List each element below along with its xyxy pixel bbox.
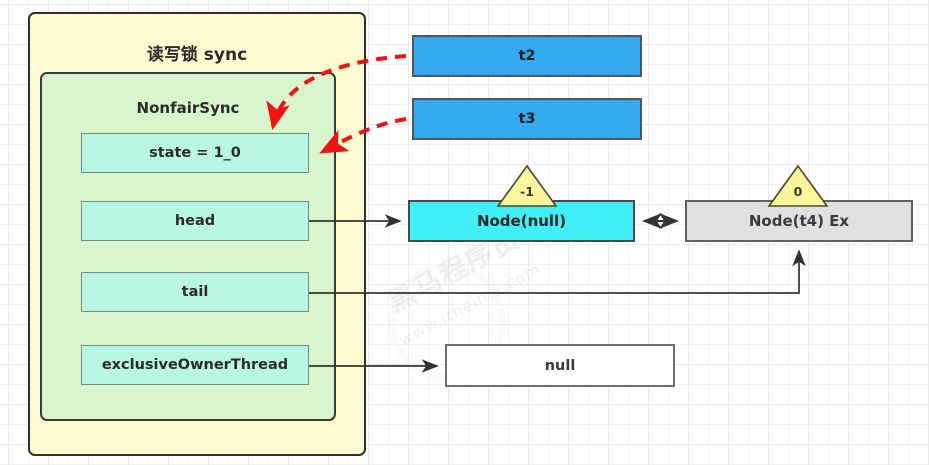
triangle-icon (496, 164, 558, 207)
sync-title: 读写锁 sync (146, 45, 248, 65)
wait-status-value-head: -1 (520, 184, 534, 199)
thread-t2: t2 (412, 35, 642, 77)
field-head: head (81, 201, 309, 241)
node-tail: Node(t4) Ex (685, 200, 913, 242)
field-exclusive-owner-thread: exclusiveOwnerThread (81, 345, 309, 385)
triangle-icon (767, 164, 829, 207)
nonfair-sync-title: NonfairSync (136, 99, 240, 117)
wait-status-badge-tail: 0 (767, 164, 829, 208)
wait-status-value-tail: 0 (793, 184, 803, 199)
owner-thread-value: null (445, 344, 675, 387)
wait-status-badge-head: -1 (496, 164, 558, 208)
field-tail: tail (81, 272, 309, 312)
connector-tail-to-node (309, 249, 806, 294)
field-state: state = 1_0 (81, 133, 309, 173)
watermark-url: www.itheima.com (396, 258, 545, 350)
thread-t3: t3 (412, 98, 642, 140)
